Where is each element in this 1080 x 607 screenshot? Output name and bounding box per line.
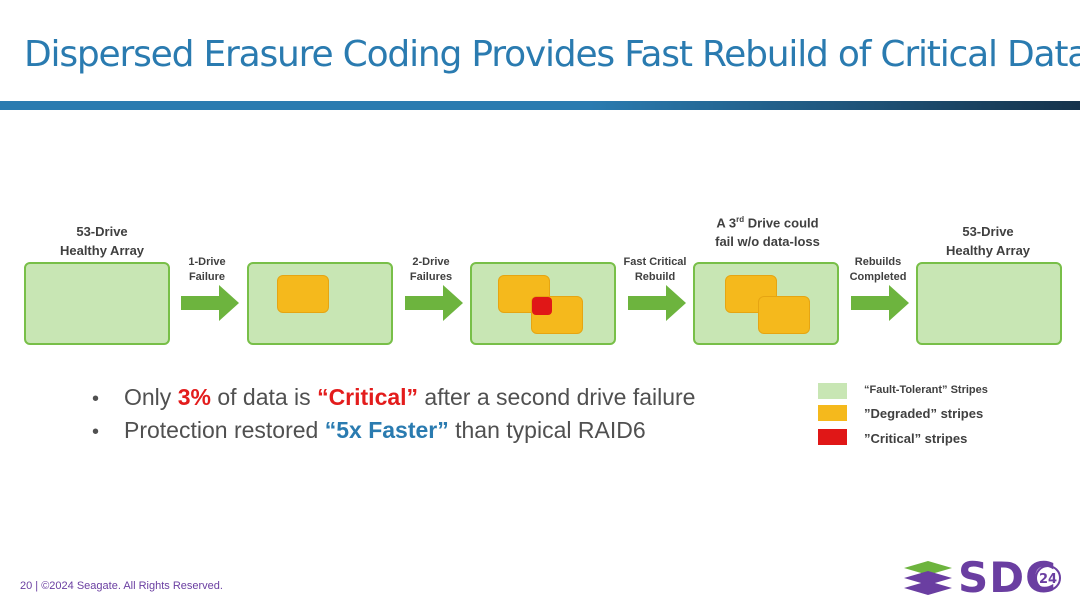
legend-swatch-fault-tolerant xyxy=(818,383,847,399)
bullet-dot-icon: • xyxy=(92,421,100,443)
bullet-dot-icon: • xyxy=(92,388,100,410)
sdc-logo-icon: 24 xyxy=(904,561,1061,595)
bullet-list: • Only 3% of data is “Critical” after a … xyxy=(92,384,695,450)
degraded-stripe xyxy=(277,275,329,313)
legend-label-degraded: ”Degraded” stripes xyxy=(864,406,984,421)
bullet-item: • Only 3% of data is “Critical” after a … xyxy=(92,384,696,410)
stage-box-after-rebuild xyxy=(693,262,839,345)
right-arrow-icon xyxy=(405,285,463,321)
right-arrow-icon xyxy=(181,285,239,321)
stage-box-healthy-start xyxy=(24,262,170,345)
right-arrow-icon xyxy=(851,285,909,321)
legend-label-critical: ”Critical” stripes xyxy=(864,431,968,446)
stage-box-one-failure xyxy=(247,262,393,345)
title-rule xyxy=(0,101,1080,110)
arrow-label-fast-critical-rebuild: Fast Critical Rebuild xyxy=(623,256,687,283)
arrow-label-rebuilds-completed: Rebuilds Completed xyxy=(849,256,907,283)
stage-label-healthy-start: 53-Drive Healthy Array xyxy=(59,224,145,258)
stage-label-healthy-end: 53-Drive Healthy Array xyxy=(945,224,1031,258)
right-arrow-icon xyxy=(628,285,686,321)
stage-box-healthy-end xyxy=(916,262,1062,345)
bullet-item: • Protection restored “5x Faster” than t… xyxy=(92,417,646,443)
legend-swatch-critical xyxy=(818,429,847,445)
legend-swatch-degraded xyxy=(818,405,847,421)
footer-copyright: 20 | ©2024 Seagate. All Rights Reserved. xyxy=(20,580,223,592)
arrow-label-1-drive-failure: 1-Drive Failure xyxy=(188,256,226,283)
legend-label-fault-tolerant: “Fault-Tolerant” Stripes xyxy=(864,384,988,396)
logo-wordmark: SDC xyxy=(958,553,1057,602)
degraded-stripe xyxy=(758,296,810,334)
title-rule-gradient xyxy=(590,101,1080,110)
slide-title: Dispersed Erasure Coding Provides Fast R… xyxy=(24,34,1080,75)
arrow-label-2-drive-failures: 2-Drive Failures xyxy=(409,256,453,283)
stage-label-third-drive: A 3rd Drive could fail w/o data-loss xyxy=(715,215,820,250)
logo-badge: 24 xyxy=(1039,572,1057,587)
critical-stripe xyxy=(532,297,552,315)
stage-box-two-failures xyxy=(470,262,616,345)
